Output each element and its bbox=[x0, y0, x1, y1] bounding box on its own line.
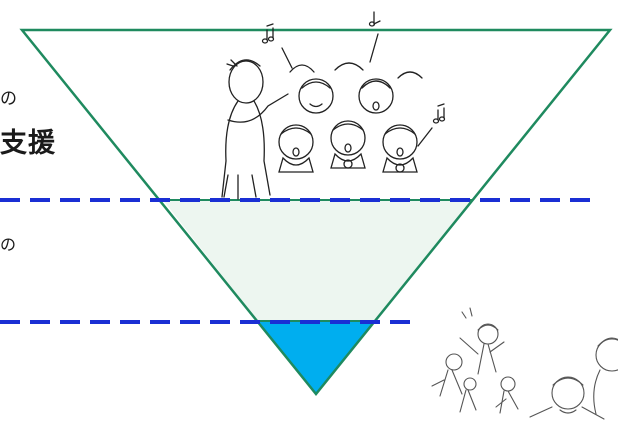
bottom-tier-tip bbox=[258, 321, 374, 394]
choir-illustration bbox=[222, 12, 445, 199]
playing-children-illustration bbox=[432, 308, 618, 419]
top-tier-label-fragment: の bbox=[0, 84, 17, 109]
middle-tier-label-fragment: の bbox=[0, 231, 16, 255]
top-tier-label-support: 支援 bbox=[0, 121, 56, 160]
